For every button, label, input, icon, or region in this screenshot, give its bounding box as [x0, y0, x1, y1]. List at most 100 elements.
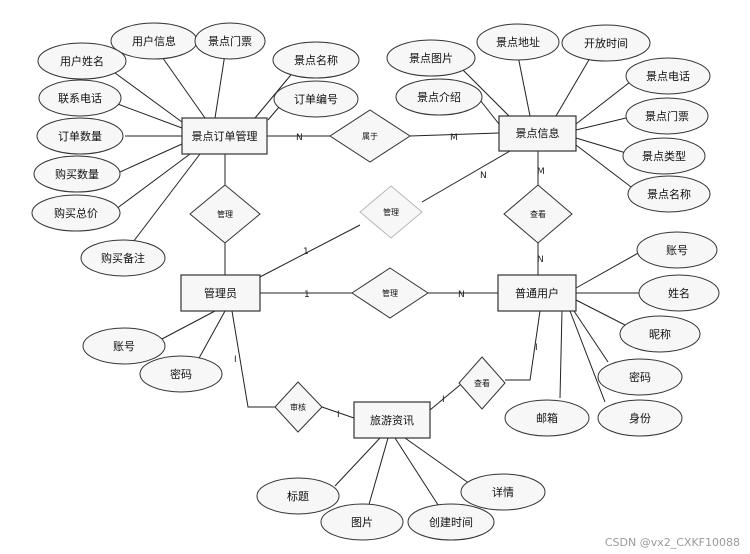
edge-user-account [575, 251, 641, 289]
svg-text:创建时间: 创建时间 [429, 515, 473, 529]
svg-text:密码: 密码 [629, 370, 651, 384]
svg-text:旅游资讯: 旅游资讯 [370, 413, 414, 427]
edge-user-email [559, 310, 563, 399]
card-news-view: I [442, 395, 445, 405]
edge-admin-manage-spot [257, 224, 361, 279]
attr-spot-name[interactable]: 景点名称 [627, 175, 711, 213]
attr-order-remark[interactable]: 购买备注 [80, 239, 166, 277]
svg-text:详情: 详情 [492, 485, 514, 499]
svg-text:景点门票: 景点门票 [208, 34, 252, 48]
svg-text:景点电话: 景点电话 [646, 70, 690, 83]
svg-text:订单数量: 订单数量 [58, 130, 102, 143]
svg-text:联系电话: 联系电话 [58, 92, 102, 105]
attr-user-account[interactable]: 账号 [636, 231, 718, 269]
attr-spot-address[interactable]: 景点地址 [476, 23, 560, 61]
edge-news-title [334, 437, 381, 487]
card-manage-user: N [458, 290, 465, 300]
attr-spot-phone[interactable]: 景点电话 [625, 57, 711, 95]
attr-user-identity[interactable]: 身份 [597, 399, 683, 437]
svg-text:邮箱: 邮箱 [536, 411, 558, 425]
edge-spot-intro [479, 99, 500, 125]
svg-text:用户信息: 用户信息 [132, 34, 176, 48]
relation-belongs[interactable]: 属于 [329, 109, 411, 163]
attr-order-user-name[interactable]: 用户姓名 [37, 42, 127, 80]
attr-admin-account[interactable]: 账号 [82, 327, 166, 365]
attr-spot-type[interactable]: 景点类型 [622, 137, 706, 175]
card-view-news-user: I [535, 343, 538, 353]
entity-admin[interactable]: 管理员 [180, 274, 261, 312]
edge-order-total [111, 153, 191, 213]
svg-text:姓名: 姓名 [668, 286, 690, 300]
relation-view-spot[interactable]: 查看 [503, 184, 573, 244]
entity-spot-info[interactable]: 景点信息 [498, 115, 577, 152]
svg-text:景点类型: 景点类型 [642, 149, 686, 163]
edge-order-buy-qty [119, 143, 183, 173]
edge-spot-name [575, 144, 636, 191]
attr-order-phone[interactable]: 联系电话 [38, 79, 122, 117]
attr-news-created[interactable]: 创建时间 [407, 503, 495, 541]
attr-order-total[interactable]: 购买总价 [31, 194, 121, 232]
card-manage-spot: N [480, 171, 487, 181]
attr-user-email[interactable]: 邮箱 [504, 399, 590, 437]
entity-travel-news[interactable]: 旅游资讯 [353, 401, 431, 439]
card-admin-user: 1 [304, 290, 310, 300]
svg-text:图片: 图片 [351, 516, 373, 529]
attr-user-password[interactable]: 密码 [597, 358, 683, 396]
svg-text:身份: 身份 [629, 411, 651, 425]
cardinality-labels: N M M N 1 N 1 N I I I I [234, 133, 545, 420]
edge-news-created [394, 437, 441, 509]
entity-spot-order[interactable]: 景点订单管理 [181, 117, 268, 155]
svg-text:账号: 账号 [113, 340, 135, 353]
edge-order-user-info [159, 53, 206, 119]
svg-text:审核: 审核 [290, 402, 306, 412]
svg-text:景点门票: 景点门票 [645, 109, 689, 123]
edge-user-password [573, 310, 609, 363]
edge-order-ticket [214, 53, 226, 119]
attr-order-ticket[interactable]: 景点门票 [194, 22, 266, 60]
card-review-news: I [337, 410, 340, 420]
svg-text:用户姓名: 用户姓名 [60, 54, 104, 68]
relation-manage-user[interactable]: 管理 [351, 267, 429, 319]
relation-view-news[interactable]: 查看 [458, 356, 506, 410]
card-admin-review: I [234, 355, 237, 365]
edge-user-identity [569, 310, 606, 403]
attr-spot-hours[interactable]: 开放时间 [561, 24, 651, 62]
attr-news-title[interactable]: 标题 [256, 477, 340, 515]
attr-spot-image[interactable]: 景点图片 [386, 39, 476, 77]
svg-text:购买总价: 购买总价 [54, 206, 98, 220]
relation-review-news[interactable]: 审核 [274, 381, 323, 433]
connector-lines [111, 53, 641, 509]
card-order-belongs: N [296, 133, 303, 143]
attr-spot-ticket[interactable]: 景点门票 [625, 97, 709, 135]
attr-user-nickname[interactable]: 昵称 [619, 315, 701, 353]
edge-user-nickname [575, 299, 626, 326]
card-view-user: N [537, 255, 544, 265]
svg-text:密码: 密码 [170, 367, 192, 381]
edge-spot-type [575, 137, 627, 154]
svg-text:景点介绍: 景点介绍 [417, 90, 461, 104]
attr-admin-password[interactable]: 密码 [139, 355, 223, 393]
attr-order-order-qty[interactable]: 订单数量 [36, 117, 124, 155]
attr-order-order-no[interactable]: 订单编号 [273, 80, 359, 118]
edge-admin-account [159, 310, 216, 341]
attr-spot-intro[interactable]: 景点介绍 [395, 78, 483, 116]
edge-view-news-news [429, 384, 461, 411]
edge-order-user-name [114, 72, 183, 123]
attr-news-detail[interactable]: 详情 [460, 473, 546, 511]
edge-belongs-spot [409, 132, 500, 137]
svg-text:景点名称: 景点名称 [647, 187, 691, 201]
svg-text:景点信息: 景点信息 [516, 126, 560, 140]
edge-spot-ticket [575, 117, 627, 131]
attr-order-user-info[interactable]: 用户信息 [110, 22, 198, 60]
edge-user-view-news [505, 310, 541, 381]
attr-user-name[interactable]: 姓名 [638, 274, 720, 312]
svg-text:景点地址: 景点地址 [496, 35, 540, 49]
entity-user[interactable]: 普通用户 [497, 274, 577, 312]
relation-manage-spot[interactable]: 管理 [359, 185, 423, 239]
attr-order-spot-name[interactable]: 景点名称 [272, 41, 360, 79]
attr-news-image[interactable]: 图片 [320, 503, 404, 541]
attr-order-buy-qty[interactable]: 购买数量 [33, 155, 121, 193]
svg-text:景点名称: 景点名称 [294, 53, 338, 67]
card-spot-view: M [537, 167, 545, 177]
relation-manage-order[interactable]: 管理 [189, 184, 261, 244]
